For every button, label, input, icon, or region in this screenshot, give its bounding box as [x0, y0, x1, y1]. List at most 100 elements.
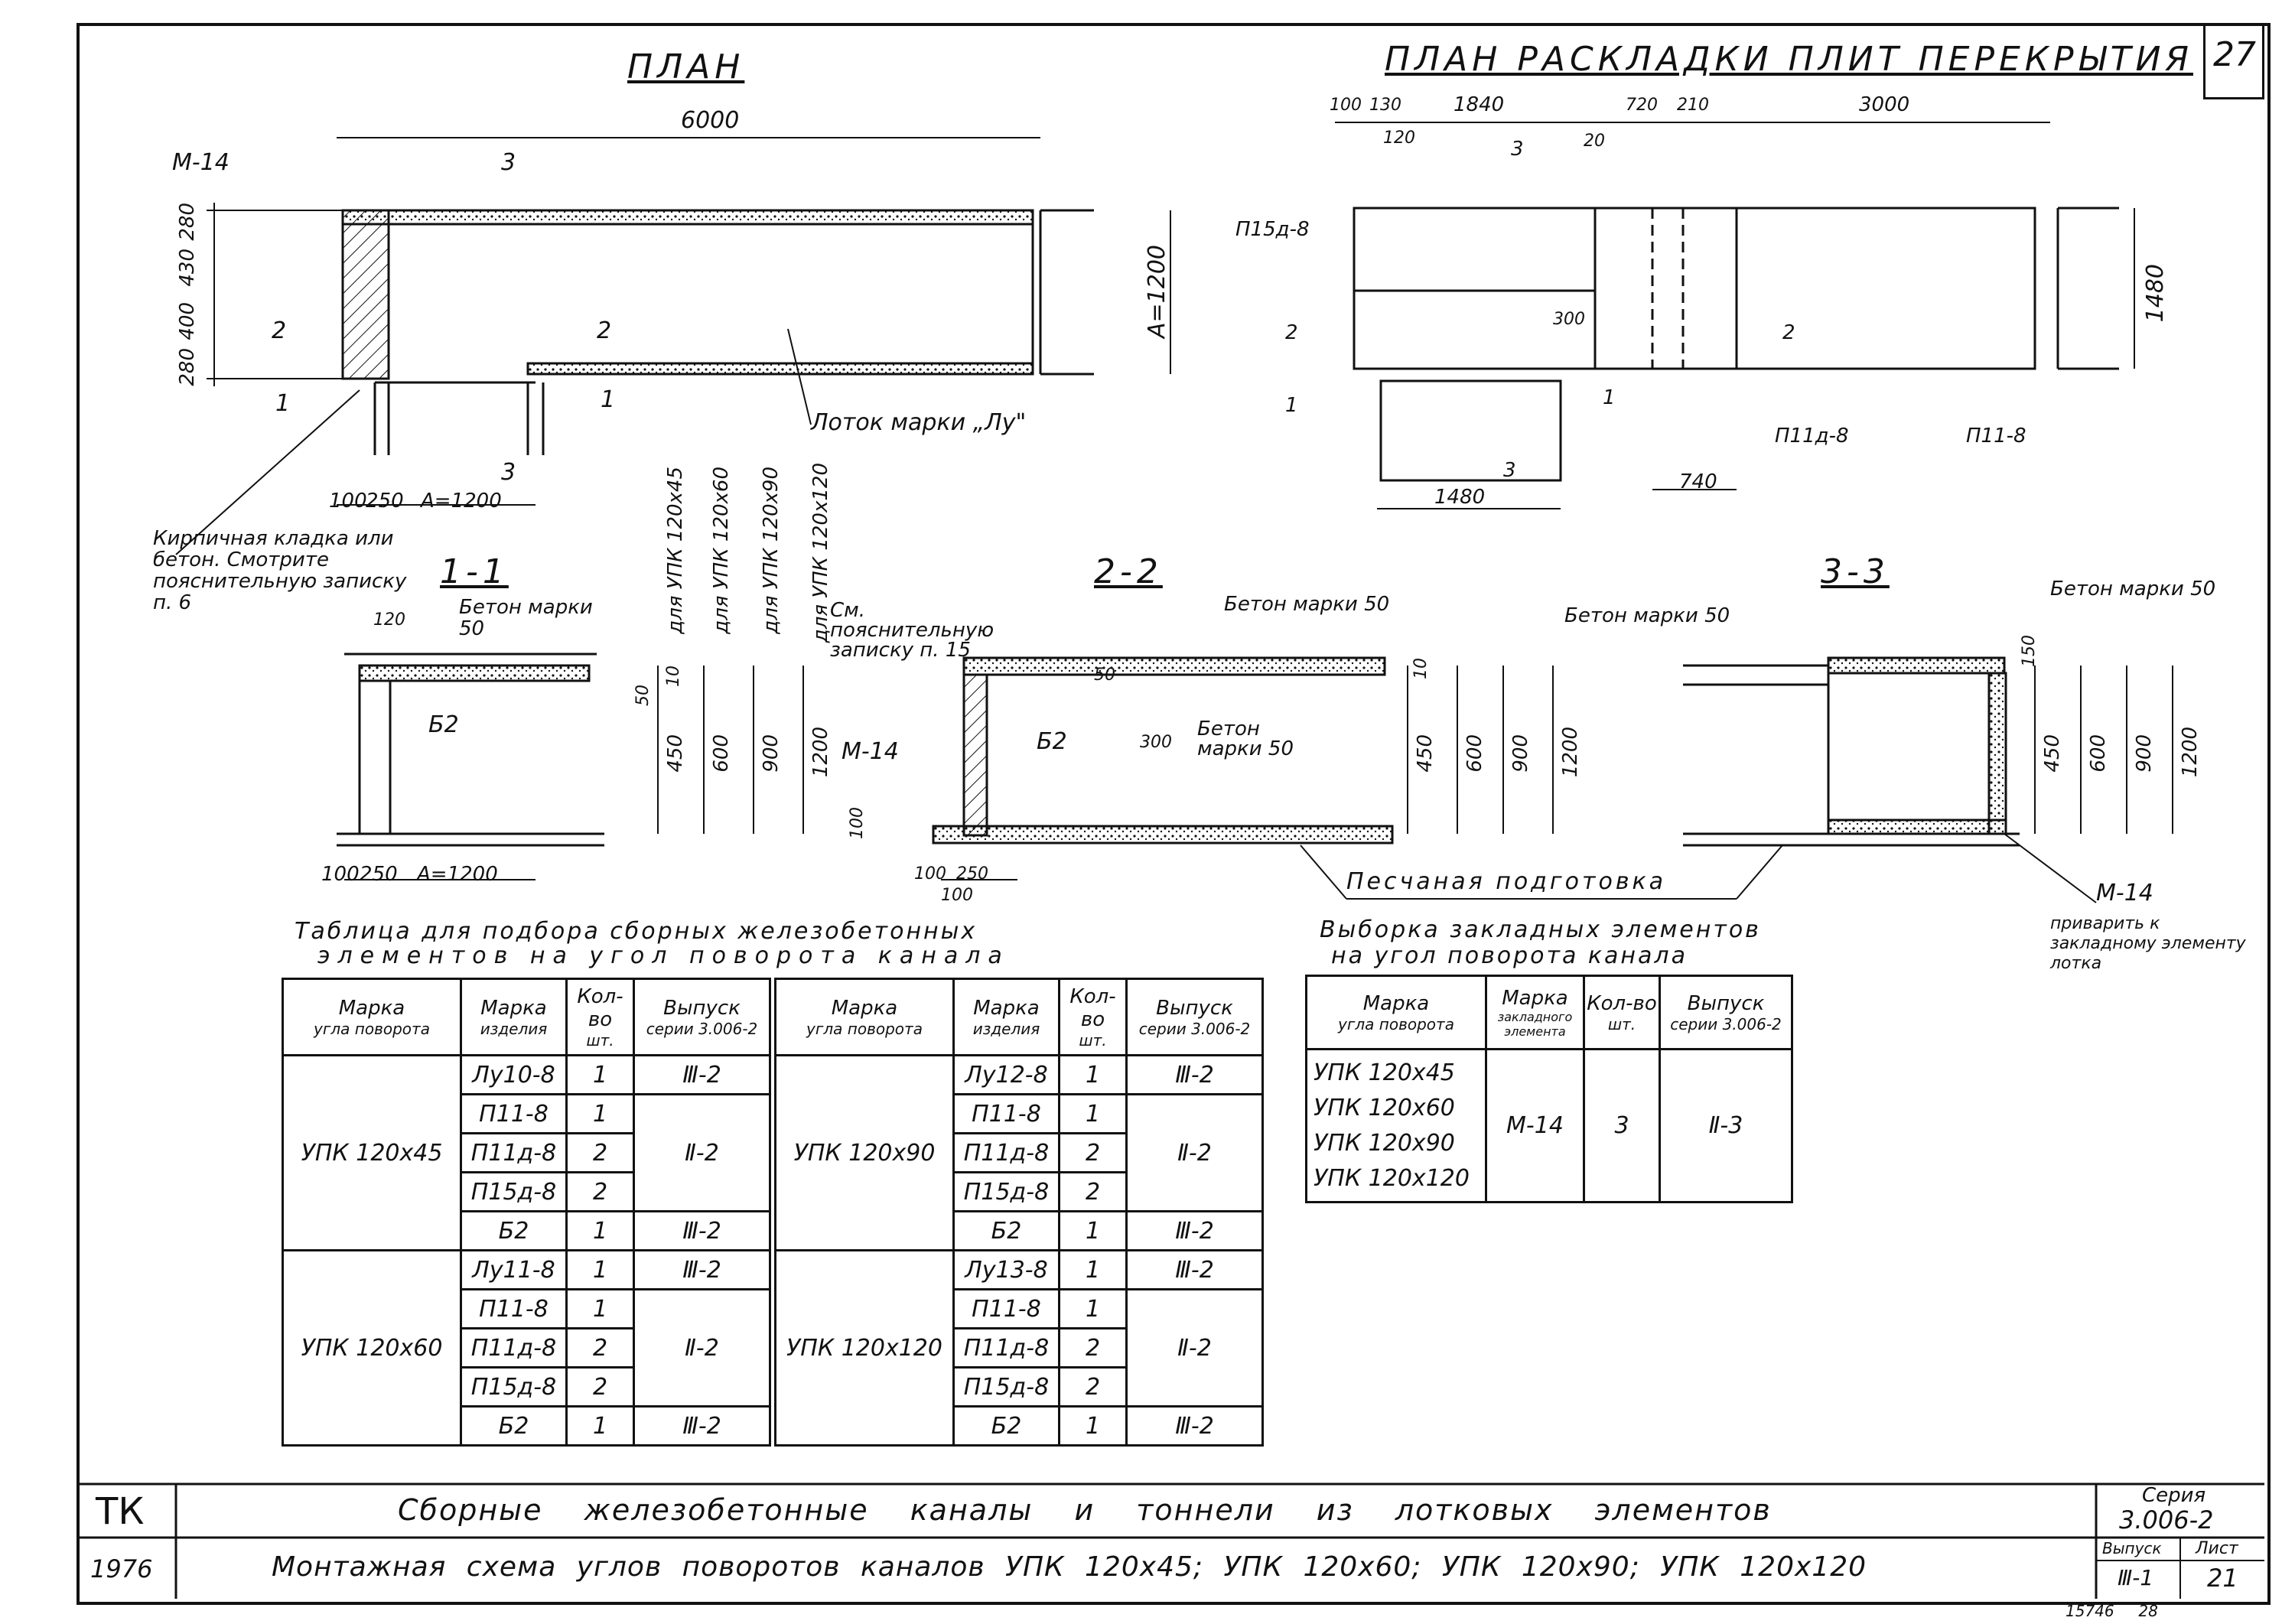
t1r-issue: Ⅱ-2 [1125, 1093, 1264, 1212]
t1r-issue: Ⅲ-2 [1125, 1054, 1264, 1095]
layout-dim-210: 210 [1677, 96, 1709, 115]
section-3-3-h450: 450 [2041, 734, 2064, 773]
layout-dim-120: 120 [1383, 129, 1415, 148]
sand-label: Песчаная подготовка [1346, 868, 1667, 895]
t2-h-issue: Выпуск [1687, 991, 1765, 1015]
plan-mark-m14: М-14 [172, 149, 230, 176]
section-1-1-mark-b2: Б2 [428, 711, 459, 738]
t1-qty: 1 [565, 1210, 635, 1251]
section-2-2-dim-100b: 100 [914, 864, 946, 884]
t2-issue: Ⅱ-3 [1659, 1048, 1793, 1203]
layout-section-3-top: 3 [1511, 138, 1524, 161]
t1r-mark: Лу12-8 [952, 1054, 1060, 1095]
t1r-issue: Ⅲ-2 [1125, 1210, 1264, 1251]
table1-title-2: элементов на угол поворота канала [317, 942, 1010, 969]
t1r-angle: УПК 120х90 [774, 1054, 955, 1251]
layout-mark-p11d: П11д-8 [1775, 425, 1849, 447]
t1r-qty: 1 [1058, 1210, 1128, 1251]
t1-issue: Ⅱ-2 [633, 1093, 771, 1212]
plan-dim-430: 430 [176, 249, 199, 287]
section-3-3-dim-150: 150 [2020, 635, 2039, 667]
layout-plan-drawing [1335, 122, 2135, 509]
section-2-2-mark-m14: М-14 [842, 738, 899, 765]
section-2-2-drawing [932, 656, 1554, 880]
t2-angle: УПК 120х90 [1314, 1129, 1455, 1157]
plan-section-2-left: 2 [272, 317, 287, 344]
t2-qty: 3 [1583, 1048, 1661, 1203]
layout-dim-300: 300 [1553, 310, 1585, 329]
plan-dim-400: 400 [176, 302, 199, 340]
t1r-mark: П11-8 [952, 1093, 1060, 1134]
plan-section-3-top: 3 [501, 149, 516, 176]
t1r-qty: 1 [1058, 1054, 1128, 1095]
t1-h-mark: Марка [480, 996, 547, 1020]
drawing-frame [76, 23, 2271, 1605]
m14-note-text: приварить к закладному элементу лотка [2050, 914, 2246, 973]
t1-mark: Лу11-8 [460, 1249, 568, 1290]
section-2-2-dim-300: 300 [1140, 733, 1172, 752]
t1-h-qty-sub: шт. [586, 1030, 614, 1050]
t1r-h-qty-sub: шт. [1079, 1030, 1107, 1050]
section-3-3-concrete-right: Бетон марки 50 [2050, 578, 2216, 600]
t1-issue: Ⅲ-2 [633, 1210, 771, 1251]
layout-dim-720: 720 [1626, 96, 1658, 115]
section-2-2-dim-100: 100 [848, 807, 867, 839]
layout-dim-100: 100 [1330, 96, 1362, 115]
t1r-mark: Лу13-8 [952, 1249, 1060, 1290]
t1-issue: Ⅱ-2 [633, 1288, 771, 1408]
t1-h-issue: Выпуск [663, 996, 741, 1020]
t1r-issue: Ⅱ-2 [1125, 1288, 1264, 1408]
layout-dim-20: 20 [1584, 132, 1605, 151]
t1-mark: Б2 [460, 1210, 568, 1251]
layout-dim-3000: 3000 [1859, 93, 1910, 116]
brick-note: Кирпичная кладка или бетон. Смотрите поя… [153, 527, 407, 614]
section-2-2-h1200: 1200 [1559, 727, 1582, 778]
section-2-2-dim-100c: 100 [941, 886, 973, 905]
plan-section-3-bottom: 3 [501, 459, 516, 486]
tb-series-value: 3.006-2 [2119, 1505, 2214, 1535]
t1-mark: Б2 [460, 1405, 568, 1447]
layout-dim-130: 130 [1369, 96, 1401, 115]
t2-h-qty: Кол-во [1587, 991, 1657, 1015]
t1-qty: 2 [565, 1171, 635, 1212]
section-1-1-dim-100: 100 [321, 863, 360, 886]
t1-mark: П11д-8 [460, 1132, 568, 1173]
t1r-h-issue-sub: серии 3.006-2 [1138, 1019, 1251, 1038]
t2-angle: УПК 120х120 [1314, 1164, 1470, 1192]
section-2-2-h450: 450 [1414, 734, 1437, 773]
t1-qty: 1 [565, 1054, 635, 1095]
section-2-2-note: См. пояснительную записку п. 15 [830, 599, 994, 662]
plan-dim-280-b: 280 [176, 203, 199, 241]
t1r-qty: 1 [1058, 1405, 1128, 1447]
section-2-2-dim-50: 50 [1094, 666, 1115, 685]
layout-mark-p15d: П15д-8 [1235, 218, 1310, 241]
section-1-1-h1200: 1200 [809, 727, 832, 778]
section-2-2-concrete-mid: Бетон марки 50 [1197, 718, 1294, 760]
section-1-1-cap-45: для УПК 120х45 [664, 467, 687, 634]
t2-element: М-14 [1485, 1048, 1585, 1203]
table1-title-1: Таблица для подбора сборных железобетонн… [295, 918, 978, 945]
t2-h-element-sub: закладного элемента [1497, 1009, 1573, 1039]
t1-qty: 1 [565, 1288, 635, 1329]
plan-section-1-left: 1 [275, 390, 291, 417]
plan-drawing [175, 137, 1171, 555]
t1r-qty: 2 [1058, 1171, 1128, 1212]
t1r-qty: 1 [1058, 1249, 1128, 1290]
section-1-1-concrete: Бетон марки 50 [459, 596, 593, 640]
section-1-1-dim-10: 10 [664, 666, 683, 687]
plan-section-2-mid: 2 [597, 317, 612, 344]
t1r-qty: 2 [1058, 1132, 1128, 1173]
t1r-h-angle-sub: угла поворота [806, 1019, 923, 1038]
layout-plan-title: ПЛАН РАСКЛАДКИ ПЛИТ ПЕРЕКРЫТИЯ [1385, 40, 2193, 79]
